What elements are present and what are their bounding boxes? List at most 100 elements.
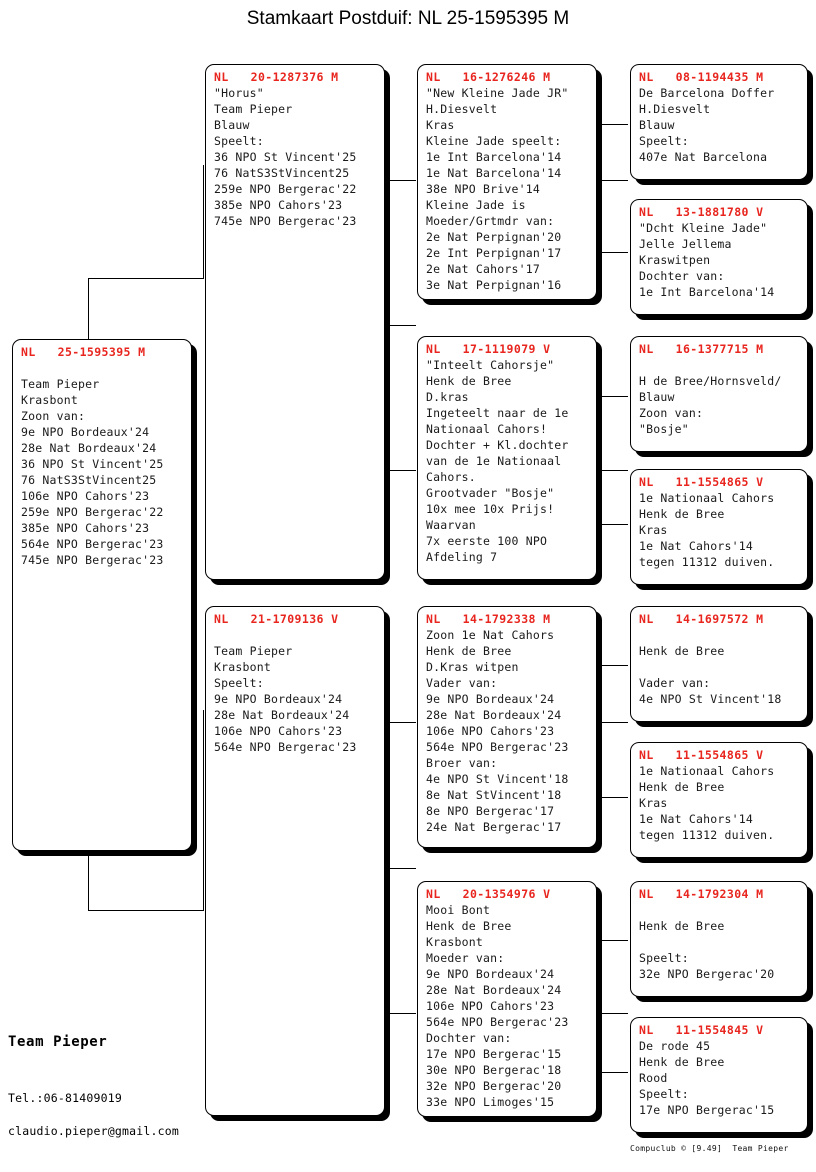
detail-line: 9e NPO Bordeaux'24 [426, 967, 555, 981]
detail-line: Vader van: [426, 676, 498, 690]
connector-subject-right-top [203, 165, 204, 279]
detail-line [639, 357, 800, 373]
detail-line: "Inteelt Cahorsje" [426, 358, 555, 372]
detail-line: Kraswitpen [639, 253, 711, 267]
detail-line: Team Pieper [214, 102, 293, 116]
connector-gmm-bracket [598, 940, 599, 1072]
detail-line: Cahors. [426, 470, 476, 484]
detail-line: Zoon van: [639, 406, 704, 420]
detail-line: 38e NPO Brive'14 [426, 182, 540, 196]
ring-number-great-grandmother-4: NL 11-1554845 V [639, 1023, 764, 1037]
detail-line: Kras [426, 118, 455, 132]
detail-line: D.Kras witpen [426, 660, 519, 674]
detail-line: 28e Nat Bordeaux'24 [426, 708, 562, 722]
detail-line: 106e NPO Cahors'23 [426, 999, 555, 1013]
detail-line: Moeder van: [426, 951, 505, 965]
detail-line: 1e Nationaal Cahors [639, 764, 775, 778]
detail-line: 1e Nationaal Cahors [639, 491, 775, 505]
detail-line: Zoon van: [21, 409, 86, 423]
connector-ggf2-arm [598, 396, 628, 397]
detail-line [214, 627, 377, 643]
detail-line: Team Pieper [21, 377, 100, 391]
detail-line: 1e Nat Cahors'14 [639, 539, 753, 553]
detail-line: 106e NPO Cahors'23 [426, 724, 555, 738]
connector-ggm3-arm [598, 797, 628, 798]
pedigree-box-great-grandfather-2[interactable]: NL 16-1377715 M H de Bree/Hornsveld/Blau… [630, 336, 808, 452]
detail-line: De Barcelona Doffer [639, 86, 775, 100]
connector-father-arm [386, 325, 416, 326]
detail-line [639, 902, 800, 918]
detail-line: Moeder/Grtmdr van: [426, 214, 555, 228]
detail-line: Kleine Jade speelt: [426, 134, 562, 148]
detail-line: "Dcht Kleine Jade" [639, 221, 768, 235]
detail-line: Rood [639, 1071, 668, 1085]
connector-subject-bottom-arm [88, 910, 203, 911]
detail-line: 385e NPO Cahors'23 [21, 521, 150, 535]
detail-line: 32e NPO Bergerac'20 [426, 1079, 562, 1093]
detail-line: 28e Nat Bordeaux'24 [426, 983, 562, 997]
detail-line: Kras [639, 523, 668, 537]
detail-line: 385e NPO Cahors'23 [214, 198, 343, 212]
detail-line: 106e NPO Cahors'23 [214, 724, 343, 738]
detail-line: 3e Nat Perpignan'16 [426, 278, 562, 292]
connector-gf-paternal-arm [386, 180, 416, 181]
ring-number-grandfather-maternal: NL 14-1792338 M [426, 612, 551, 626]
detail-line: Krasbont [426, 935, 483, 949]
ring-number-great-grandfather-4: NL 14-1792304 M [639, 887, 764, 901]
connector-father-bracket [386, 180, 387, 470]
detail-line: 564e NPO Bergerac'23 [426, 740, 569, 754]
detail-line [639, 659, 800, 675]
pedigree-box-great-grandfather-4[interactable]: NL 14-1792304 M Henk de Bree Speelt:32e … [630, 881, 808, 997]
detail-line: H.Diesvelt [639, 102, 711, 116]
connector-gmp-bracket [598, 396, 599, 524]
detail-line: 564e NPO Bergerac'23 [214, 740, 357, 754]
detail-line: 36 NPO St Vincent'25 [214, 150, 357, 164]
detail-line: 407e Nat Barcelona [639, 150, 768, 164]
pedigree-box-grandfather-paternal[interactable]: NL 16-1276246 M "New Kleine Jade JR"H.Di… [417, 64, 597, 300]
detail-line: Henk de Bree [639, 919, 725, 933]
details-great-grandfather-4: Henk de Bree Speelt:32e NPO Bergerac'20 [639, 902, 800, 982]
detail-line: 564e NPO Bergerac'23 [21, 537, 164, 551]
detail-line: 259e NPO Bergerac'22 [214, 182, 357, 196]
connector-gfm-bracket [598, 665, 599, 797]
pedigree-box-great-grandmother-1[interactable]: NL 13-1881780 V "Dcht Kleine Jade"Jelle … [630, 199, 808, 315]
detail-line: 17e NPO Bergerac'15 [426, 1047, 562, 1061]
detail-line: 4e NPO St Vincent'18 [639, 692, 782, 706]
pedigree-box-grandmother-paternal[interactable]: NL 17-1119079 V "Inteelt Cahorsje"Henk d… [417, 336, 597, 580]
detail-line: Kleine Jade is [426, 198, 526, 212]
detail-line: Krasbont [214, 660, 271, 674]
connector-gm-paternal-arm [386, 470, 416, 471]
detail-line [639, 627, 800, 643]
connector-ggm1-arm [598, 252, 628, 253]
detail-line: 24e Nat Bergerac'17 [426, 820, 562, 834]
detail-line: 9e NPO Bordeaux'24 [214, 692, 343, 706]
detail-line: 8e NPO Bergerac'17 [426, 804, 555, 818]
detail-line: Jelle Jellema [639, 237, 732, 251]
details-great-grandfather-3: Henk de Bree Vader van:4e NPO St Vincent… [639, 627, 800, 707]
detail-line [639, 934, 800, 950]
connector-ggf1-arm [598, 124, 628, 125]
detail-line: 30e NPO Bergerac'18 [426, 1063, 562, 1077]
detail-line: "Bosje" [639, 422, 689, 436]
detail-line: Broer van: [426, 756, 498, 770]
detail-line: Speelt: [214, 134, 264, 148]
connector-gfp-arm [598, 180, 628, 181]
detail-line: "New Kleine Jade JR" [426, 86, 569, 100]
connector-gf-maternal-arm [386, 722, 416, 723]
detail-line: 9e NPO Bordeaux'24 [21, 425, 150, 439]
pedigree-box-great-grandfather-3[interactable]: NL 14-1697572 M Henk de Bree Vader van:4… [630, 606, 808, 722]
detail-line: Henk de Bree [426, 919, 512, 933]
